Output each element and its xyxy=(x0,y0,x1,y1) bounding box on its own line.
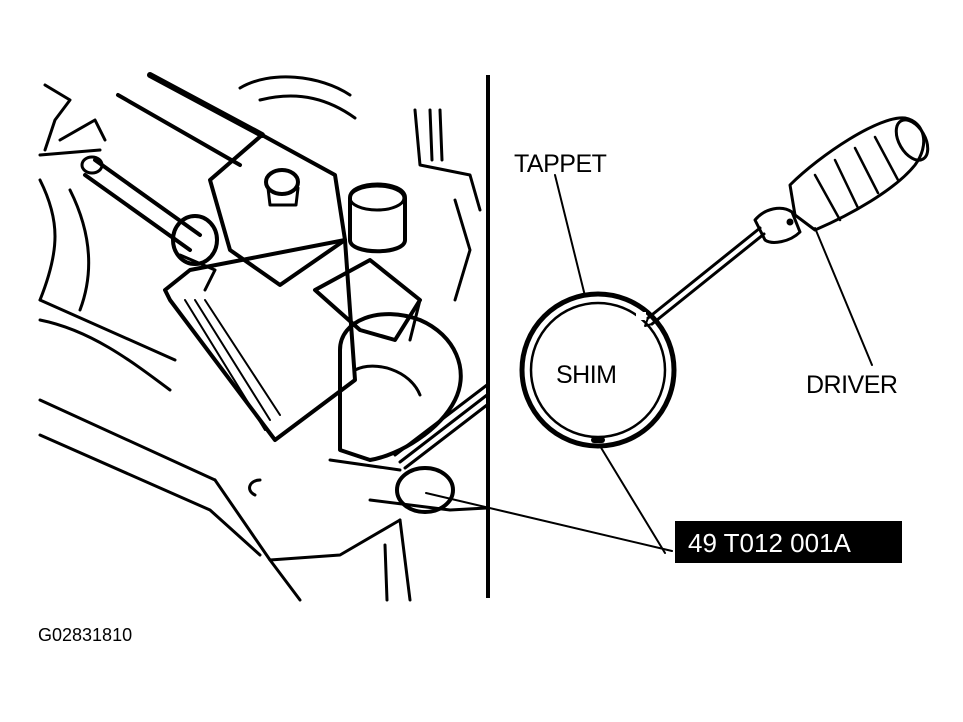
label-tappet: TAPPET xyxy=(514,150,607,178)
engine-illustration xyxy=(38,72,489,602)
figure-id: G02831810 xyxy=(38,625,132,645)
tappet-ring xyxy=(519,291,677,449)
tool-number-text: 49 T012 001A xyxy=(688,528,852,558)
label-shim: SHIM xyxy=(556,361,617,389)
screwdriver-icon xyxy=(644,116,930,327)
tool-number-tag: 49 T012 001A xyxy=(675,521,902,563)
leader-lines xyxy=(425,174,873,554)
label-driver: DRIVER xyxy=(806,371,897,399)
